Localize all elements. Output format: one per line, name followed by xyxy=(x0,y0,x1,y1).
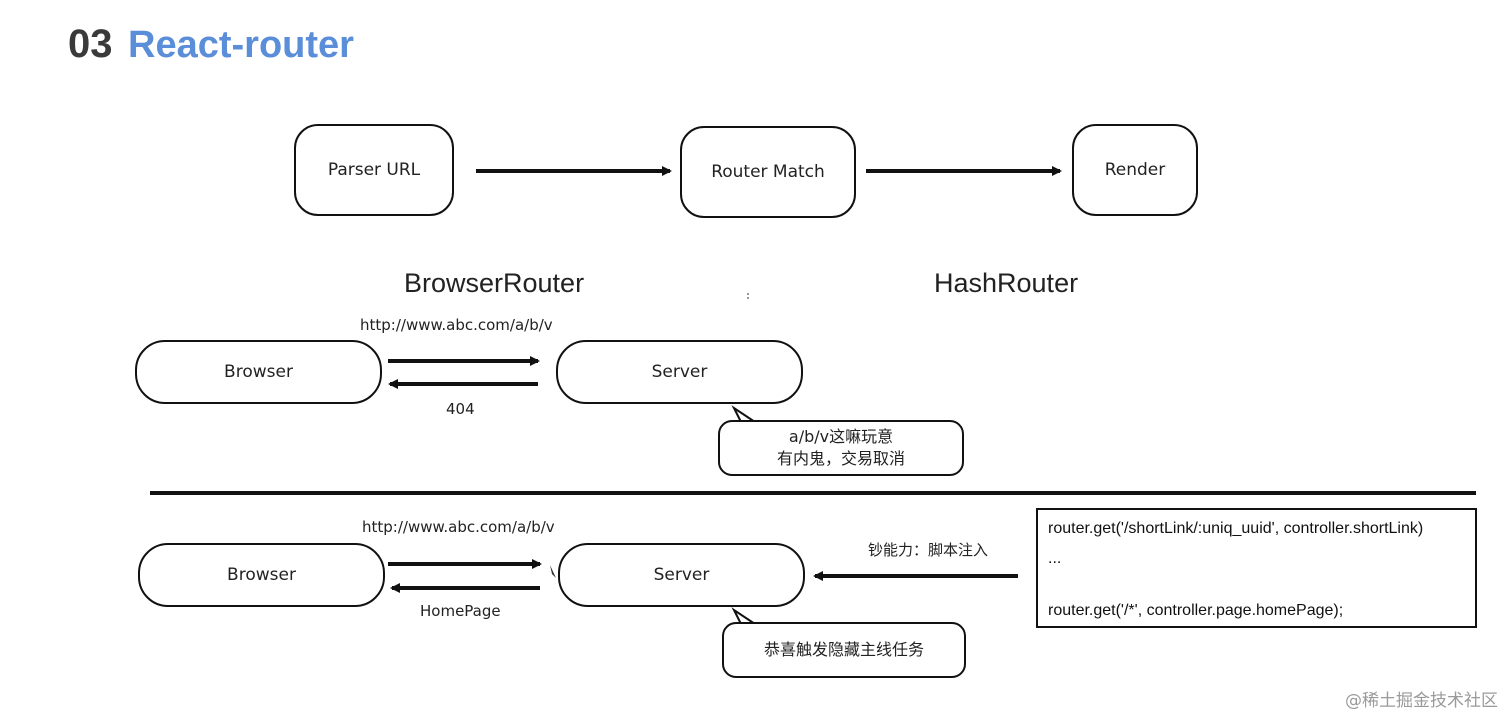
flow-step-label: Router Match xyxy=(711,162,825,182)
title-number: 03 xyxy=(68,22,113,66)
code-line: ... xyxy=(1048,550,1062,567)
speech-bubble-bottom: 恭喜触发隐藏主线任务 xyxy=(722,622,966,678)
node-label: Browser xyxy=(224,362,293,382)
heading-hash-router: HashRouter xyxy=(934,268,1079,298)
page-title: React-router xyxy=(128,24,354,66)
flow-step-render: Render xyxy=(1072,124,1198,216)
flow-step-label: Parser URL xyxy=(327,160,421,180)
speech-bubble-top: a/b/v这嘛玩意 有内鬼，交易取消 xyxy=(718,420,964,476)
request-url-top: http://www.abc.com/a/b/v xyxy=(360,316,553,334)
browser-node-top: Browser xyxy=(135,340,382,404)
server-route-code: router.get('/shortLink/:uniq_uuid', cont… xyxy=(1036,508,1477,628)
node-label: Server xyxy=(651,362,708,382)
bubble-line: 有内鬼，交易取消 xyxy=(776,449,905,468)
ability-label: 钞能力：脚本注入 xyxy=(868,541,989,559)
bubble-line: a/b/v这嘛玩意 xyxy=(788,426,894,446)
node-label: Server xyxy=(653,565,710,585)
flow-step-parser-url: Parser URL xyxy=(294,124,454,216)
heading-browser-router: BrowserRouter xyxy=(404,268,585,298)
code-line: router.get('/shortLink/:uniq_uuid', cont… xyxy=(1048,520,1424,537)
response-label-homepage: HomePage xyxy=(420,602,501,620)
server-node-bottom: Server xyxy=(558,543,805,607)
response-label-404: 404 xyxy=(446,400,475,418)
browser-node-bottom: Browser xyxy=(138,543,385,607)
code-line: router.get('/*', controller.page.homePag… xyxy=(1048,602,1344,619)
cursor-icon xyxy=(550,565,556,578)
watermark: @稀土掘金技术社区 xyxy=(1345,691,1498,711)
node-label: Browser xyxy=(227,565,296,585)
server-node-top: Server xyxy=(556,340,803,404)
request-url-bottom: http://www.abc.com/a/b/v xyxy=(362,518,555,536)
bubble-line: 恭喜触发隐藏主线任务 xyxy=(763,639,924,659)
flow-step-label: Render xyxy=(1104,160,1166,180)
flow-step-router-match: Router Match xyxy=(680,126,856,218)
